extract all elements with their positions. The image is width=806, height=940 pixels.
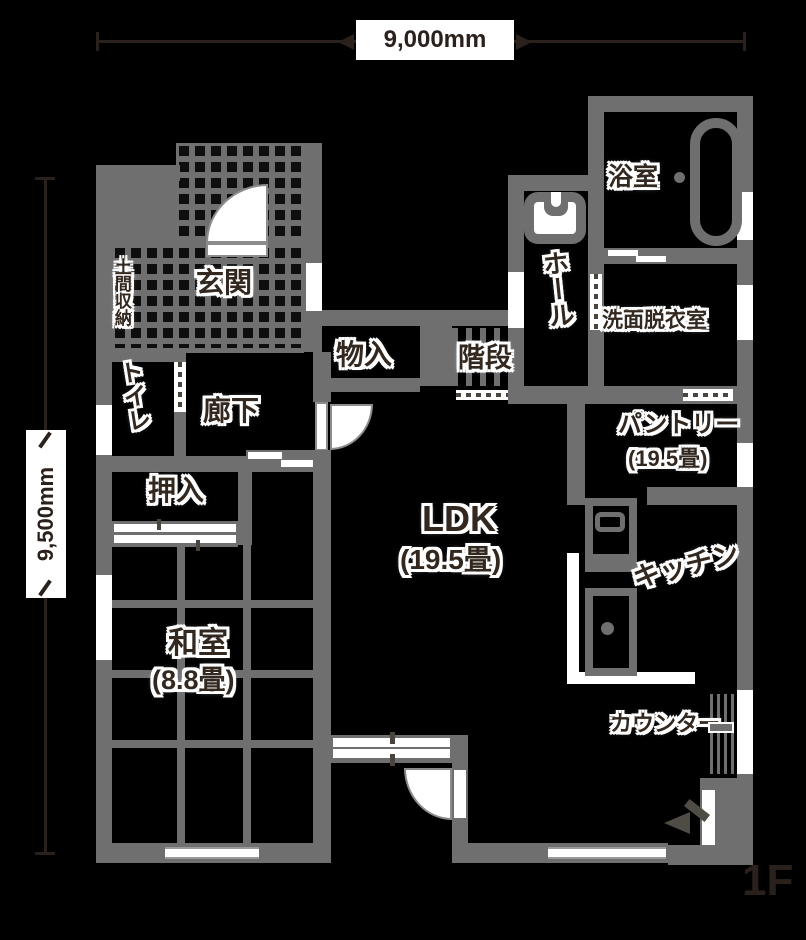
room-size-pantry: (19.5畳) xyxy=(628,446,708,471)
step-edge xyxy=(186,348,304,353)
genkan-window xyxy=(306,263,322,311)
toilet-window xyxy=(96,405,112,455)
drain-dot-icon xyxy=(674,172,685,183)
sink-icon xyxy=(585,588,637,676)
floor-label: 1F xyxy=(742,856,794,905)
wall xyxy=(588,96,753,112)
kitchen-counter-slab xyxy=(585,558,637,572)
top-dimension-tick-right xyxy=(743,32,746,51)
wall xyxy=(508,175,604,191)
corridor-door-swing-icon xyxy=(330,404,373,450)
room-size-ldk: (19.5畳) xyxy=(400,544,502,575)
counter-slats-icon xyxy=(710,694,734,774)
washroom-window xyxy=(737,285,753,340)
stove-burner-icon xyxy=(595,512,625,532)
tatami-line xyxy=(112,670,313,678)
terrace-door-swing-icon xyxy=(404,768,452,820)
wall xyxy=(174,412,186,458)
room-label-counter: カウンター xyxy=(610,711,721,736)
entry-arrow-icon xyxy=(664,812,690,834)
corridor-door-leaf-icon xyxy=(315,402,328,451)
washitsu-window xyxy=(96,575,112,660)
wall xyxy=(238,456,252,545)
hall-opening xyxy=(508,272,524,328)
room-label-oshiire: 押入 xyxy=(148,475,205,506)
kitchen-counter-edge xyxy=(567,553,579,678)
wall xyxy=(588,102,604,388)
room-size-washitsu: (8.8畳) xyxy=(152,665,235,695)
wall xyxy=(306,143,322,352)
left-dimension-tick-bottom xyxy=(35,852,55,855)
wall xyxy=(647,487,753,505)
room-label-pantry: パントリー xyxy=(618,411,740,438)
room-label-hall: ホール xyxy=(538,248,577,330)
room-label-doma: 土間収納 xyxy=(111,258,131,326)
wall xyxy=(668,845,753,865)
corridor-sliding-door-icon xyxy=(281,460,315,467)
room-label-genkan: 玄関 xyxy=(196,267,253,298)
wall xyxy=(322,310,508,326)
door-handle-tick xyxy=(157,519,161,530)
top-dimension-label-box: 9,000mm xyxy=(356,20,514,60)
entry-door-icon xyxy=(702,790,715,845)
corridor-sliding-door-icon xyxy=(248,452,282,459)
bath-sliding-door-icon xyxy=(608,250,638,256)
washbasin-faucet-notch xyxy=(551,192,561,207)
top-dimension-arrow-right xyxy=(516,34,532,50)
wall xyxy=(567,388,585,505)
room-label-washroom: 洗面脱衣室 xyxy=(602,309,707,332)
wall xyxy=(96,165,112,863)
bathtub-icon xyxy=(690,118,742,246)
pantry-door-icon xyxy=(683,389,733,401)
sink-drain-icon xyxy=(601,622,614,635)
wall xyxy=(96,165,180,181)
front-door-leaf-icon xyxy=(206,243,268,257)
top-dimension-arrow-left xyxy=(338,34,354,50)
room-label-stairs: 階段 xyxy=(458,343,512,373)
room-label-hallway: 廊下 xyxy=(203,395,260,426)
counter-window xyxy=(737,690,753,774)
room-label-toilet: トイレ xyxy=(113,358,152,434)
tatami-line xyxy=(112,600,313,608)
left-dimension-label: 9,500mm xyxy=(33,466,58,562)
ldk-sliding-door-icon xyxy=(333,749,450,758)
wall xyxy=(313,450,331,843)
wall xyxy=(112,348,186,362)
terrace-door-leaf-icon xyxy=(454,770,466,818)
room-label-ldk: LDK xyxy=(422,498,496,539)
room-label-washitsu: 和室 xyxy=(168,627,228,660)
door-handle-tick xyxy=(196,540,200,551)
washroom-door-icon xyxy=(590,274,602,330)
closet-sliding-door-icon xyxy=(114,535,236,543)
tatami-line xyxy=(112,740,313,748)
room-label-kitchen: キッチン xyxy=(629,538,742,594)
genkan-doma-tiles xyxy=(112,245,306,352)
toilet-door-icon xyxy=(174,362,186,412)
tatami-line xyxy=(243,545,251,843)
stair-arrow-tail xyxy=(446,353,462,362)
wall xyxy=(452,735,468,768)
closet-sliding-door-icon xyxy=(114,524,236,532)
door-handle-tick xyxy=(390,754,395,766)
wall xyxy=(313,352,331,402)
counter-leader-line xyxy=(708,722,734,733)
left-dimension-tick-top xyxy=(35,177,55,180)
tatami-line xyxy=(177,545,185,843)
room-label-storage: 物入 xyxy=(336,339,393,370)
room-label-bath: 浴室 xyxy=(608,163,659,191)
wall xyxy=(452,820,468,846)
wall xyxy=(322,378,420,392)
wall xyxy=(112,181,176,245)
ldk-south-window xyxy=(548,847,666,859)
top-dimension-label: 9,000mm xyxy=(383,26,487,53)
left-dimension-label-box: 9,500mm xyxy=(26,430,66,598)
stair-direction-arrow-icon xyxy=(424,347,446,367)
door-handle-tick xyxy=(390,732,395,744)
top-dimension-tick-left xyxy=(96,32,99,51)
washitsu-south-window xyxy=(165,847,259,859)
bath-sliding-door-icon xyxy=(636,256,666,262)
pantry-window xyxy=(737,443,753,488)
stair-lower-edge xyxy=(456,390,508,400)
